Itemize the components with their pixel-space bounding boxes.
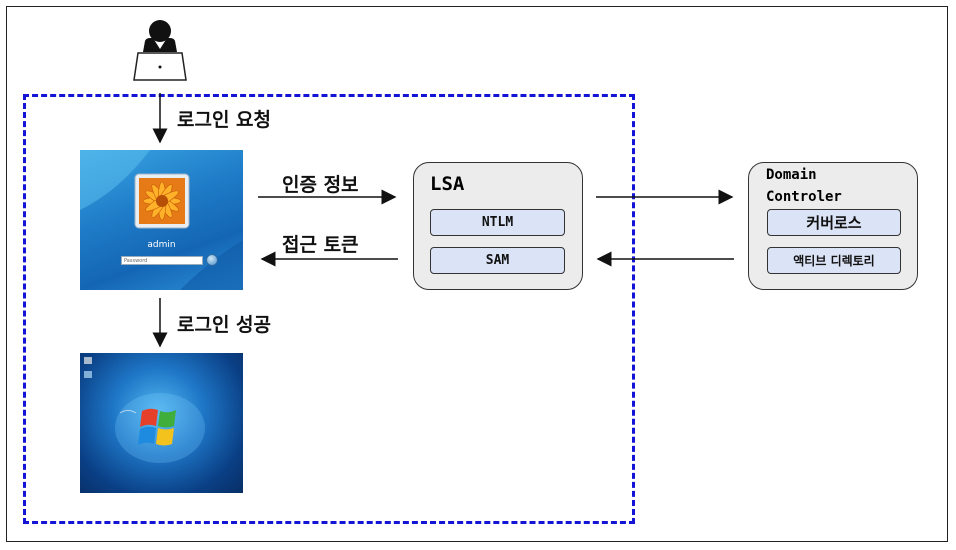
outer-frame [6,6,948,542]
login-screen-art [80,150,243,290]
ntlm-pill: NTLM [430,209,565,236]
sam-pill: SAM [430,247,565,274]
local-system-boundary [23,94,635,524]
windows-login-screen: admin Password [80,150,243,290]
login-arrow-icon [206,254,218,266]
windows-logo-icon [84,357,205,463]
label-access-token: 접근 토큰 [282,234,359,256]
dc-title-line1: Domain [766,167,817,183]
windows-desktop-screen [80,353,243,493]
dc-title: Domain Controler [766,164,842,208]
dc-title-line2: Controler [766,189,842,205]
login-username: admin [147,240,176,250]
label-auth-info: 인증 정보 [282,174,359,196]
login-password-field: Password [121,256,203,265]
label-login-request: 로그인 요청 [177,109,272,131]
label-login-success: 로그인 성공 [177,314,272,336]
lsa-title: LSA [430,173,465,195]
active-directory-pill: 액티브 디렉토리 [767,247,901,274]
kerberos-pill: 커버로스 [767,209,901,236]
